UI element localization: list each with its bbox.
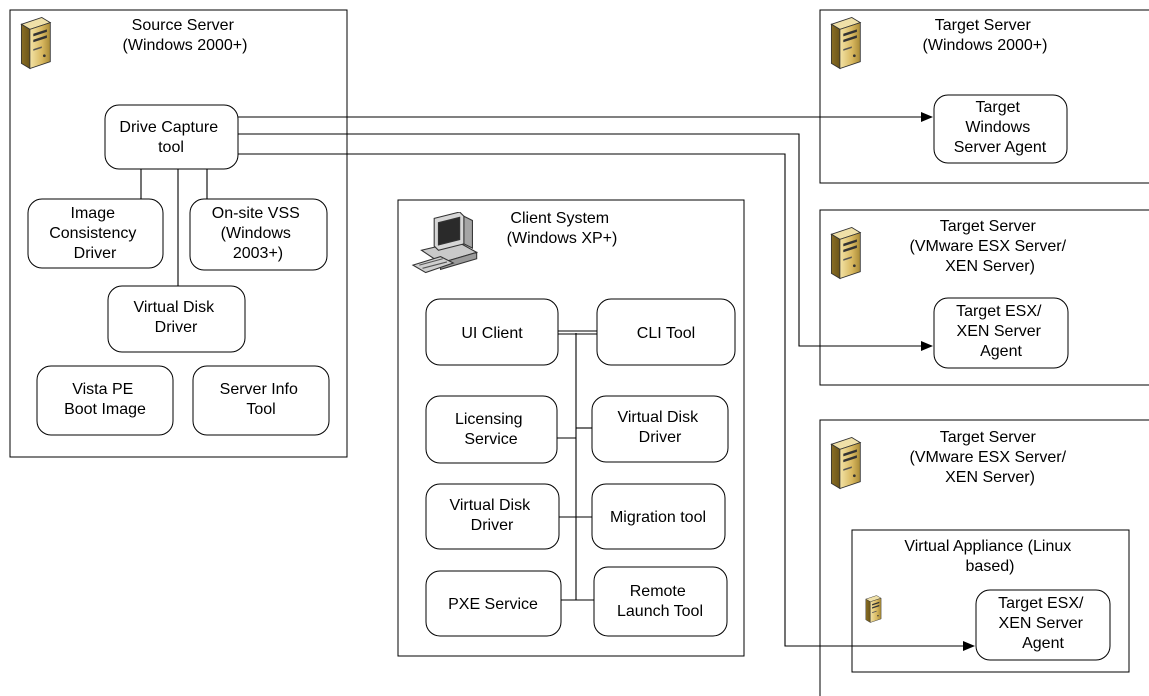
virtual-disk-driver-box	[107, 285, 246, 353]
target-server-1-group: Target Server (Windows 2000+) Target Win…	[819, 9, 1149, 184]
migration-tool-box	[591, 483, 726, 550]
migration-tool-label: Migration tool	[610, 509, 706, 526]
vista-pe-boot-image-label: Vista PE Boot Image	[64, 381, 146, 418]
target-server-3-title: Target Server (VMware ESX Server/ XEN Se…	[910, 429, 1071, 486]
virtual-appliance-title: Virtual Appliance (Linux based)	[904, 538, 1075, 575]
target-server-3-group: Target Server (VMware ESX Server/ XEN Se…	[819, 419, 1149, 696]
client-system-title: Client System (Windows XP+)	[507, 210, 618, 247]
target-server-2-group: Target Server (VMware ESX Server/ XEN Se…	[819, 209, 1149, 386]
drive-capture-tool-label: Drive Capture tool	[119, 119, 222, 156]
virtual-disk-driver-label: Virtual Disk Driver	[133, 299, 218, 336]
server-info-tool-label: Server Info Tool	[220, 381, 303, 418]
onsite-vss-label: On-site VSS (Windows 2003+)	[212, 205, 304, 262]
client-system-group: Client System (Windows XP+) UI Client CL…	[397, 199, 745, 657]
target-server-2-title: Target Server (VMware ESX Server/ XEN Se…	[910, 218, 1071, 275]
pxe-service-label: PXE Service	[448, 596, 538, 613]
appliance-esx-xen-server-agent-box	[975, 589, 1111, 661]
appliance-esx-xen-server-agent-label: Target ESX/ XEN Server Agent	[998, 595, 1088, 652]
cli-tool-box	[596, 298, 736, 366]
target-server-2-icon	[830, 227, 861, 279]
vista-pe-boot-image-box	[36, 365, 174, 436]
source-server-title: Source Server (Windows 2000+)	[123, 17, 248, 54]
image-consistency-driver-label: Image Consistency Driver	[49, 205, 141, 262]
target-windows-server-agent-label: Target Windows Server Agent	[954, 99, 1047, 156]
client-virtual-disk-driver-right-label: Virtual Disk Driver	[617, 409, 702, 446]
server-info-tool-box	[192, 365, 330, 436]
client-virtual-disk-driver-left-label: Virtual Disk Driver	[449, 497, 534, 534]
drive-capture-tool-box	[104, 104, 239, 170]
target-server-1-title: Target Server (Windows 2000+)	[923, 17, 1048, 54]
source-server-icon	[20, 17, 51, 69]
licensing-service-label: Licensing Service	[455, 411, 527, 448]
target-esx-xen-server-agent-label: Target ESX/ XEN Server Agent	[956, 303, 1046, 360]
ui-client-label: UI Client	[461, 325, 523, 342]
onsite-vss-box	[189, 198, 328, 271]
pxe-service-box	[425, 570, 562, 637]
arrow-to-appliance-agent	[238, 153, 975, 651]
target-esx-xen-server-agent-box	[933, 297, 1069, 369]
virtual-appliance-icon	[865, 595, 882, 623]
source-server-group: Source Server (Windows 2000+) Drive Capt…	[9, 9, 348, 458]
target-server-3-icon	[830, 437, 861, 489]
remote-launch-tool-box	[593, 566, 728, 637]
target-windows-server-agent-box	[933, 94, 1068, 164]
ui-client-box	[425, 298, 559, 366]
arrow-to-target-esx-agent	[238, 133, 933, 351]
licensing-service-box	[425, 395, 558, 464]
image-consistency-driver-box	[27, 198, 164, 269]
client-virtual-disk-driver-right-box	[591, 395, 729, 463]
target-server-1-icon	[830, 17, 861, 69]
cli-tool-label: CLI Tool	[637, 325, 695, 342]
client-virtual-disk-driver-left-box	[425, 483, 560, 550]
remote-launch-tool-label: Remote Launch Tool	[617, 583, 703, 620]
